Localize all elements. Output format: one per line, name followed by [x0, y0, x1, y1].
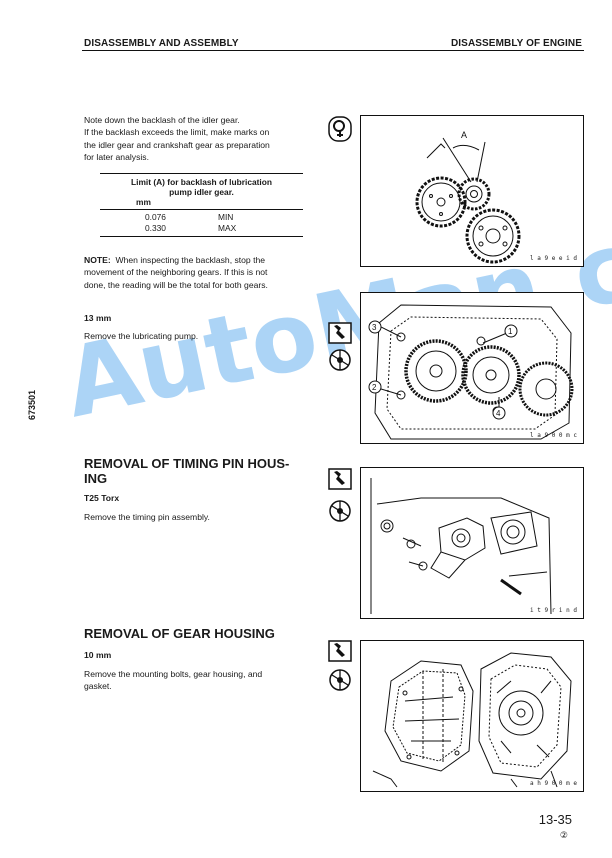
title-line: ING [84, 471, 108, 486]
header-rule [82, 50, 584, 51]
remove-part-icon [329, 669, 351, 691]
callout-3: 3 [372, 323, 377, 332]
header-right: DISASSEMBLY OF ENGINE [450, 38, 582, 49]
table-value: 0.076 [145, 212, 166, 222]
figure-letter-a: A [461, 130, 467, 140]
remove-part-icon [329, 500, 351, 522]
table-header-line: pump idler gear. [169, 187, 234, 197]
wrench-icon [328, 322, 352, 344]
figure-code: i t 9 r i n d [530, 607, 577, 614]
section-title-timing-pin: REMOVAL OF TIMING PIN HOUS- ING [84, 456, 289, 486]
table-unit: mm [136, 197, 151, 207]
gear-housing-illustration [372, 652, 572, 788]
note-line: movement of the neighboring gears. If th… [84, 267, 268, 278]
side-document-id: 673501 [27, 389, 37, 420]
figure-code: l a 9 e e i d [530, 255, 577, 262]
table-label: MIN [218, 212, 234, 222]
table-header: Limit (A) for backlash of lubrication pu… [100, 173, 303, 210]
remove-part-icon [329, 349, 351, 371]
figure-lubricating-pump: 3 1 2 4 l a 9 0 0 m c [360, 292, 584, 444]
para-line: for later analysis. [84, 151, 149, 162]
table-value: 0.330 [145, 223, 166, 233]
wrench-icon [328, 640, 352, 662]
figure-code: a h 9 0 0 m e [530, 780, 577, 787]
figure-code: l a 9 0 0 m c [530, 432, 577, 439]
step-line: Remove the mounting bolts, gear housing,… [84, 669, 263, 679]
figure-gear-housing: a h 9 0 0 m e [360, 640, 584, 792]
wrench-icon [328, 468, 352, 490]
para-line: If the backlash exceeds the limit, make … [84, 127, 270, 138]
tool-size: 13 mm [84, 313, 112, 323]
table-row: 0.330 MAX [100, 223, 303, 234]
backlash-limit-table: Limit (A) for backlash of lubrication pu… [100, 173, 303, 237]
page-number: 13-35 [538, 812, 572, 827]
section-title-gear-housing: REMOVAL OF GEAR HOUSING [84, 626, 275, 641]
table-label: MAX [218, 223, 237, 233]
tool-size: T25 Torx [84, 493, 120, 503]
title-line: REMOVAL OF TIMING PIN HOUS- [84, 456, 290, 471]
callout-4: 4 [496, 409, 501, 418]
figure-timing-pin-housing: i t 9 r i n d [360, 467, 584, 619]
gear-illustration: A [415, 130, 521, 264]
timing-pin-illustration [370, 478, 552, 615]
inspection-icon [328, 116, 352, 142]
figure-idler-gear-backlash: A l a 9 e e i d [360, 115, 584, 267]
para-line: Note down the backlash of the idler gear… [84, 115, 240, 125]
step-text: Remove the lubricating pump. [84, 331, 199, 341]
note-label: NOTE: [84, 255, 111, 265]
header-left: DISASSEMBLY AND ASSEMBLY [84, 38, 239, 49]
backlash-note: NOTE: When inspecting the backlash, stop… [84, 254, 334, 291]
callout-2: 2 [372, 383, 377, 392]
para-line: the idler gear and crankshaft gear as pr… [84, 139, 270, 150]
table-header-line: Limit (A) for backlash of lubrication [131, 177, 272, 187]
note-line: When inspecting the backlash, stop the [115, 255, 266, 265]
tool-size: 10 mm [84, 650, 112, 660]
pump-illustration: 3 1 2 4 [368, 304, 574, 440]
backlash-instructions: Note down the backlash of the idler gear… [84, 114, 270, 163]
callout-1: 1 [508, 327, 513, 336]
page-revision-mark: ② [559, 830, 568, 840]
step-line: gasket. [84, 681, 112, 692]
step-text: Remove the timing pin assembly. [84, 512, 210, 522]
step-text: Remove the mounting bolts, gear housing,… [84, 668, 262, 693]
table-row: 0.076 MIN [100, 212, 303, 223]
note-line: done, the reading will be the total for … [84, 279, 268, 290]
